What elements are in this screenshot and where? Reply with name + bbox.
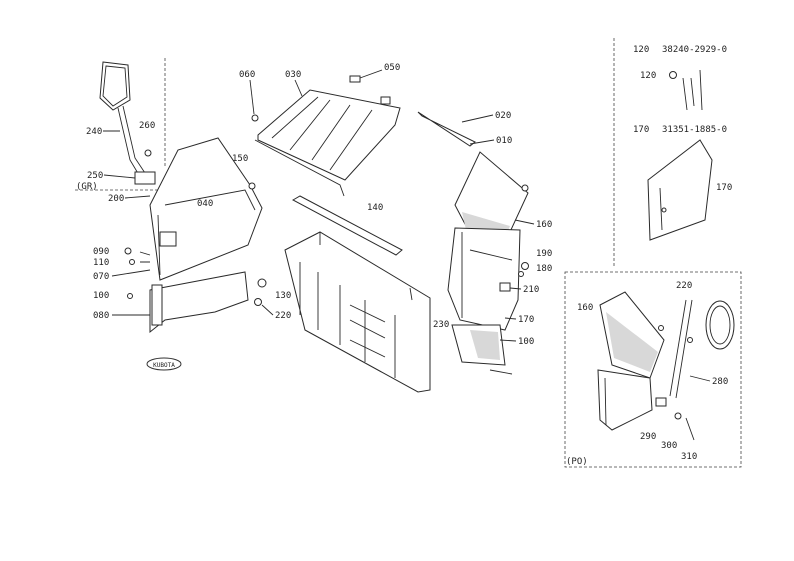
callout-260: 260 <box>139 121 155 131</box>
callout-200: 200 <box>108 194 124 204</box>
kubota-logo: KUBOTA <box>146 357 182 371</box>
callout-gr: (GR) <box>76 182 98 192</box>
callout-070: 070 <box>93 272 109 282</box>
callout-100-left: 100 <box>93 291 109 301</box>
callout-100-right: 100 <box>518 337 534 347</box>
po-inset: 160 220 280 290 300 310 (PO) <box>566 281 735 467</box>
legend-tag-120: 120 <box>640 71 656 81</box>
callout-190: 190 <box>536 249 552 259</box>
legend-top: 120 38240-2929-0 170 31351-1885-0 120 17… <box>633 45 732 241</box>
callout-160: 160 <box>536 220 552 230</box>
callout-230: 230 <box>433 320 449 330</box>
callout-080: 080 <box>93 311 109 321</box>
side-bracket <box>417 111 476 147</box>
inset-callout-220: 220 <box>676 281 692 291</box>
callout-110: 110 <box>93 258 109 268</box>
center-frame <box>284 231 431 393</box>
callout-130: 130 <box>275 291 291 301</box>
callout-060: 060 <box>239 70 255 80</box>
legend-tag-170: 170 <box>716 183 732 193</box>
callout-150: 150 <box>232 154 248 164</box>
callout-050: 050 <box>384 63 400 73</box>
callout-040: 040 <box>197 199 213 209</box>
inset-callout-160: 160 <box>577 303 593 313</box>
part-170-drawing <box>647 139 713 241</box>
callout-010: 010 <box>496 136 512 146</box>
inset-callout-310: 310 <box>681 452 697 462</box>
inset-label: (PO) <box>566 457 588 467</box>
po-inset-box <box>564 271 742 468</box>
callout-170: 170 <box>518 315 534 325</box>
legend-row1-num: 120 <box>633 45 649 55</box>
callout-030: 030 <box>285 70 301 80</box>
callout-240: 240 <box>86 127 102 137</box>
callout-180: 180 <box>536 264 552 274</box>
inset-callout-290: 290 <box>640 432 656 442</box>
mirror-assembly <box>99 61 156 185</box>
callout-140: 140 <box>367 203 383 213</box>
cross-bar <box>291 195 403 256</box>
callout-090: 090 <box>93 247 109 257</box>
inset-callout-300: 300 <box>661 441 677 451</box>
top-cover <box>254 75 401 197</box>
callout-250: 250 <box>87 171 103 181</box>
callout-020: 020 <box>495 111 511 121</box>
logo-text: KUBOTA <box>153 362 175 369</box>
inset-callout-280: 280 <box>712 377 728 387</box>
right-panel-assembly <box>447 151 529 375</box>
legend-row2-code: 31351-1885-0 <box>662 125 727 135</box>
callout-210: 210 <box>523 285 539 295</box>
legend-row2-num: 170 <box>633 125 649 135</box>
left-panel-assembly <box>124 114 267 334</box>
legend-row1-code: 38240-2929-0 <box>662 45 727 55</box>
callout-220: 220 <box>275 311 291 321</box>
